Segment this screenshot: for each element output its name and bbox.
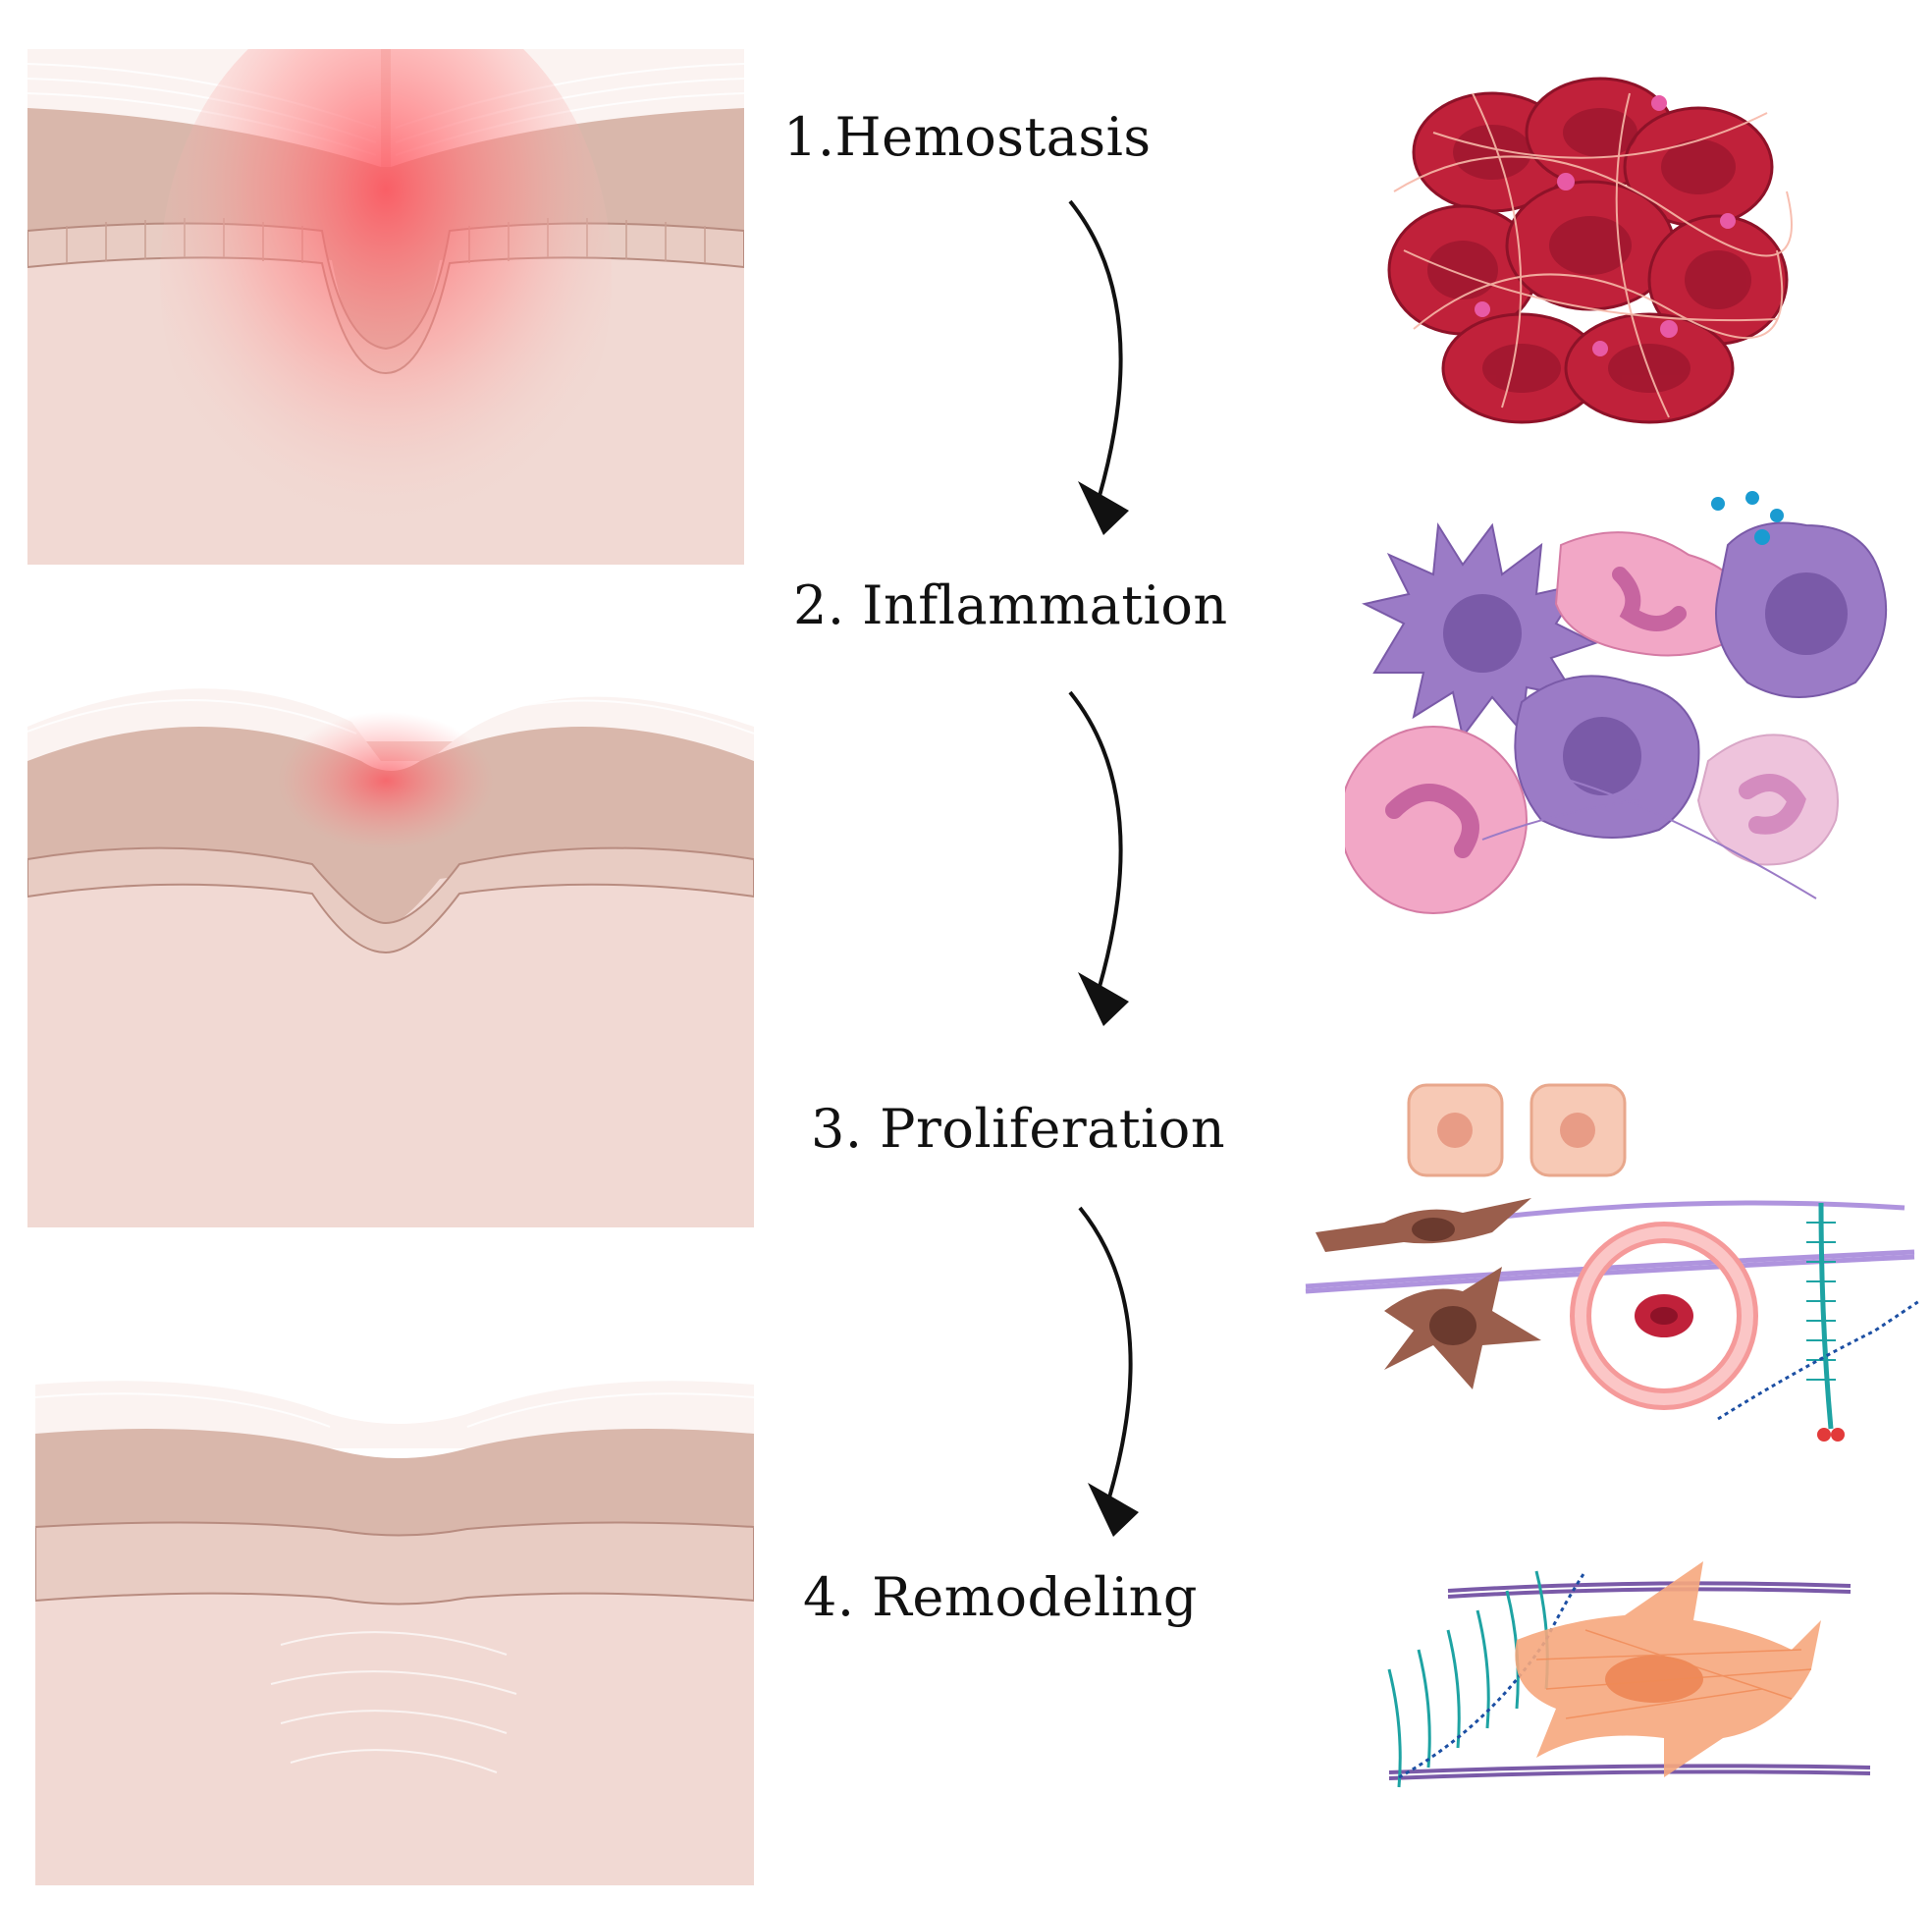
skin-scar-icon bbox=[35, 1375, 754, 1885]
skin-inflamed-icon bbox=[27, 679, 754, 1227]
arrow-down-icon bbox=[1068, 199, 1129, 535]
stage-label-proliferation: 3. Proliferation bbox=[811, 1098, 1226, 1160]
arrow-down-icon bbox=[1078, 1206, 1139, 1537]
remodeling-myofibroblast-icon bbox=[1387, 1561, 1871, 1788]
skin-wound-icon bbox=[27, 49, 744, 565]
stage-label-remodeling: 4. Remodeling bbox=[803, 1566, 1198, 1628]
proliferation-cells-icon bbox=[1305, 1083, 1920, 1442]
skin-panel-hemostasis bbox=[27, 49, 744, 565]
skin-panel-remodeling bbox=[35, 1360, 754, 1885]
blood-clot-icon bbox=[1387, 77, 1793, 424]
arrow-down-icon bbox=[1068, 690, 1129, 1026]
stage-label-hemostasis: 1.Hemostasis bbox=[783, 106, 1152, 168]
immune-cells-icon bbox=[1345, 491, 1888, 914]
skin-panel-inflammation bbox=[27, 653, 754, 1227]
stage-label-inflammation: 2. Inflammation bbox=[793, 574, 1228, 636]
